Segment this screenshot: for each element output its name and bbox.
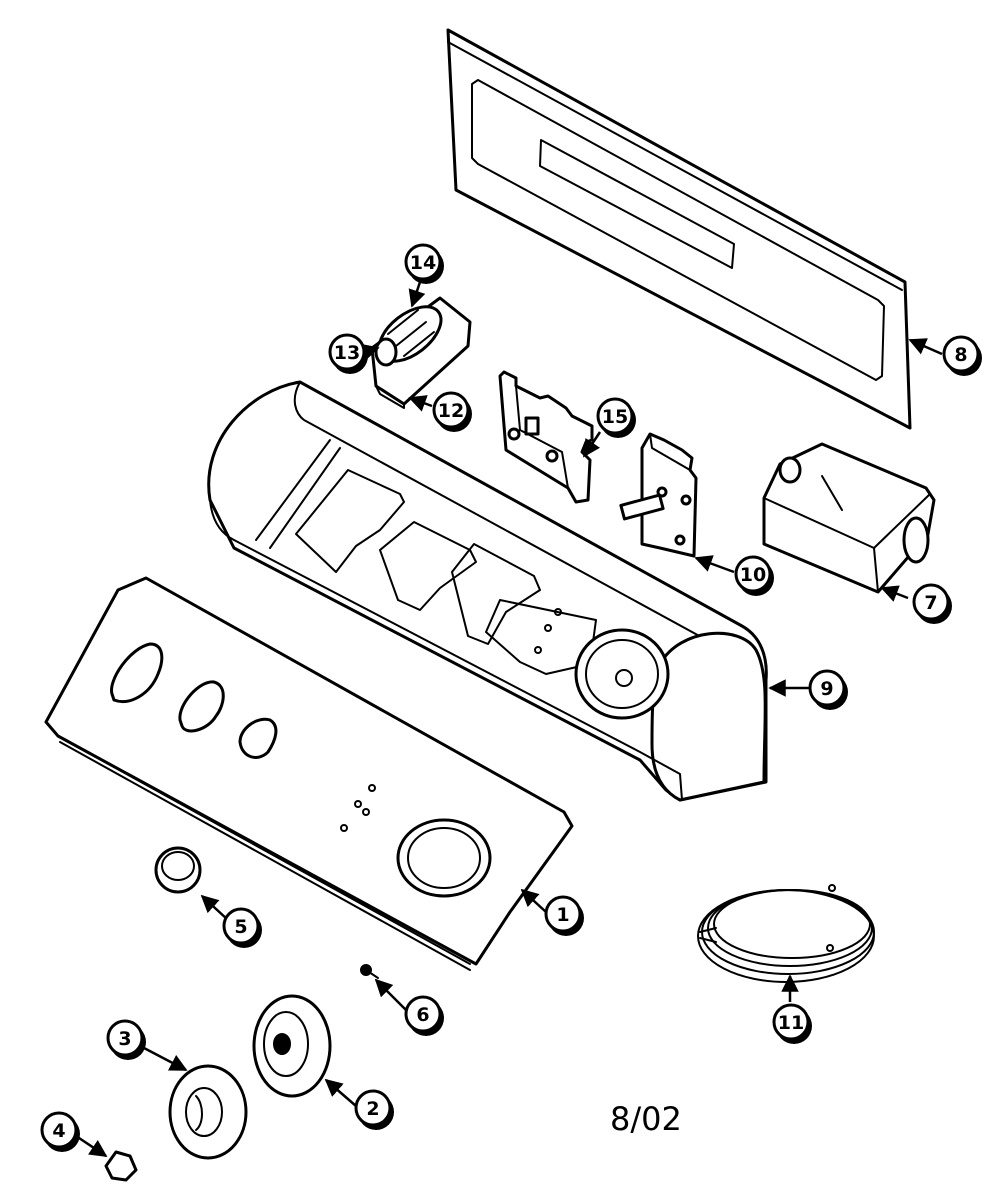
date-stamp: 8/02 — [610, 1100, 682, 1138]
svg-text:10: 10 — [740, 564, 766, 586]
svg-text:15: 15 — [602, 406, 628, 428]
svg-text:14: 14 — [410, 252, 436, 274]
callout-4: 4 — [40, 1111, 80, 1152]
svg-text:9: 9 — [820, 678, 833, 700]
svg-text:3: 3 — [118, 1028, 131, 1050]
svg-text:1: 1 — [556, 904, 569, 926]
callout-14: 14 — [404, 243, 444, 284]
callout-1: 1 — [544, 895, 584, 936]
knob-skirt-part — [168, 1064, 248, 1160]
callout-10: 10 — [734, 555, 774, 596]
screw-part — [360, 964, 379, 979]
callout-2: 2 — [354, 1089, 394, 1130]
console-housing-part — [207, 380, 768, 802]
rear-panel-part — [446, 28, 912, 430]
svg-text:2: 2 — [366, 1098, 379, 1120]
timer-motor-part — [762, 442, 936, 594]
svg-text:4: 4 — [52, 1120, 65, 1142]
selector-switch-part — [370, 296, 472, 409]
callout-7: 7 — [912, 583, 952, 624]
callout-6: 6 — [404, 995, 444, 1036]
timer-switch-part — [619, 432, 698, 558]
wire-harness-part — [697, 884, 875, 983]
callout-8: 8 — [942, 335, 982, 376]
svg-text:8: 8 — [954, 344, 967, 366]
callout-12: 12 — [432, 391, 472, 432]
bracket-part — [498, 370, 594, 504]
svg-text:6: 6 — [416, 1004, 429, 1026]
svg-text:11: 11 — [778, 1012, 804, 1034]
svg-text:13: 13 — [334, 342, 360, 364]
leader-lines — [75, 281, 943, 1158]
callout-13: 13 — [328, 333, 368, 374]
callout-3: 3 — [106, 1019, 146, 1060]
callout-5: 5 — [222, 907, 262, 948]
cap-part — [104, 1150, 138, 1182]
callout-15: 15 — [596, 397, 636, 438]
svg-text:12: 12 — [438, 400, 464, 422]
front-panel-part — [44, 576, 574, 971]
svg-text:7: 7 — [924, 592, 937, 614]
callout-9: 9 — [808, 669, 848, 710]
svg-text:5: 5 — [234, 916, 247, 938]
knob-part — [252, 994, 332, 1098]
push-button-part — [154, 846, 202, 894]
callout-11: 11 — [772, 1003, 812, 1044]
